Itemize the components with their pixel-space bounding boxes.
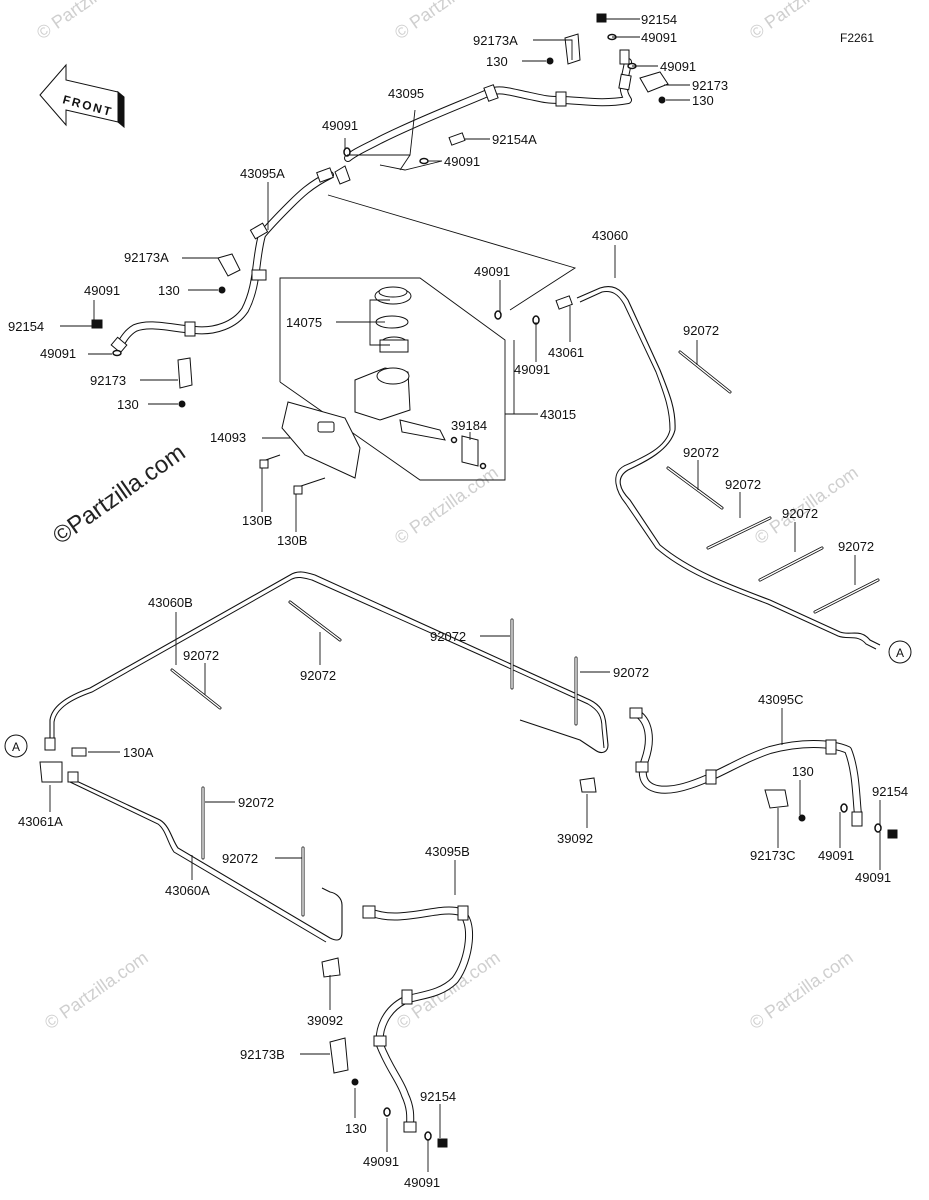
pipe-43060a: A: [4, 734, 343, 943]
part-label: 130B: [277, 533, 307, 548]
part-label: 130: [345, 1121, 367, 1136]
part-label: 49091: [474, 264, 510, 279]
part-label: 92072: [222, 851, 258, 866]
part-label: 49091: [818, 848, 854, 863]
part-label: 49091: [660, 59, 696, 74]
part-label: 49091: [444, 154, 480, 169]
part-label: 92154A: [492, 132, 537, 147]
part-label: 43061A: [18, 814, 63, 829]
part-label: 92072: [838, 539, 874, 554]
part-label: 49091: [514, 362, 550, 377]
part-label: 43095C: [758, 692, 804, 707]
front-arrow-icon: FRONT: [39, 63, 125, 129]
cable-ties-right: [666, 350, 880, 614]
part-label: 49091: [855, 870, 891, 885]
part-label: 92173: [90, 373, 126, 388]
part-label: 130: [692, 93, 714, 108]
part-label: 43095B: [425, 844, 470, 859]
hose-43095-assembly: [344, 49, 632, 162]
part-label: 49091: [322, 118, 358, 133]
part-label: 49091: [404, 1175, 440, 1190]
part-label: 92173B: [240, 1047, 285, 1062]
part-label: 43060A: [165, 883, 210, 898]
pipe-43060b: [49, 571, 609, 754]
part-label: 43061: [548, 345, 584, 360]
watermark-main: ©Partzilla.com: [48, 439, 191, 550]
part-label: 130: [158, 283, 180, 298]
part-label: 49091: [84, 283, 120, 298]
part-label: 49091: [40, 346, 76, 361]
watermark-small: © Partzilla.com: [746, 947, 857, 1033]
part-label: 130A: [123, 745, 154, 760]
part-label: 43060: [592, 228, 628, 243]
watermark-small: © Partzilla.com: [41, 947, 152, 1033]
part-label: 130: [486, 54, 508, 69]
part-label: 92072: [238, 795, 274, 810]
part-label: 92154: [420, 1089, 456, 1104]
part-label: 92072: [430, 629, 466, 644]
hose-43095a-assembly: [110, 167, 334, 354]
watermark-small: © Partzilla.com: [391, 462, 502, 548]
part-label: 92072: [725, 477, 761, 492]
part-label: 92072: [683, 445, 719, 460]
hose-43095c-assembly: [579, 707, 898, 839]
part-label: 49091: [363, 1154, 399, 1169]
watermark-small: © Partzilla.com: [33, 0, 144, 43]
leader-lines: [49, 18, 881, 1172]
part-label: 92173A: [124, 250, 169, 265]
pipe-43060: A: [576, 285, 912, 664]
part-label: 92154: [641, 12, 677, 27]
master-cylinder-group: [259, 194, 577, 495]
part-label: 43095A: [240, 166, 285, 181]
part-label: 14075: [286, 315, 322, 330]
part-label: 92154: [8, 319, 44, 334]
reference-marker-right: A: [896, 646, 904, 660]
part-labels: 92154 92173A 49091 130 49091 92173 130 4…: [8, 12, 908, 1190]
hose-43095b-assembly: [321, 905, 474, 1148]
part-label: 92173C: [750, 848, 796, 863]
part-label: 130: [792, 764, 814, 779]
part-label: 130: [117, 397, 139, 412]
part-label: 92072: [782, 506, 818, 521]
part-label: 92072: [183, 648, 219, 663]
part-label: 14093: [210, 430, 246, 445]
part-label: 92072: [613, 665, 649, 680]
part-label: 92072: [683, 323, 719, 338]
part-label: 130B: [242, 513, 272, 528]
part-label: 92173A: [473, 33, 518, 48]
part-label: 39184: [451, 418, 487, 433]
part-label: 92173: [692, 78, 728, 93]
part-label: 43060B: [148, 595, 193, 610]
part-label: 43095: [388, 86, 424, 101]
part-label: 92072: [300, 668, 336, 683]
part-label: 49091: [641, 30, 677, 45]
figure-code: F2261: [840, 31, 874, 45]
part-label: 39092: [557, 831, 593, 846]
part-label: 43015: [540, 407, 576, 422]
part-label: 39092: [307, 1013, 343, 1028]
top-small-parts: [91, 13, 669, 408]
cable-ties-mid: [170, 600, 578, 917]
reference-marker-left: A: [12, 740, 20, 754]
part-label: 92154: [872, 784, 908, 799]
